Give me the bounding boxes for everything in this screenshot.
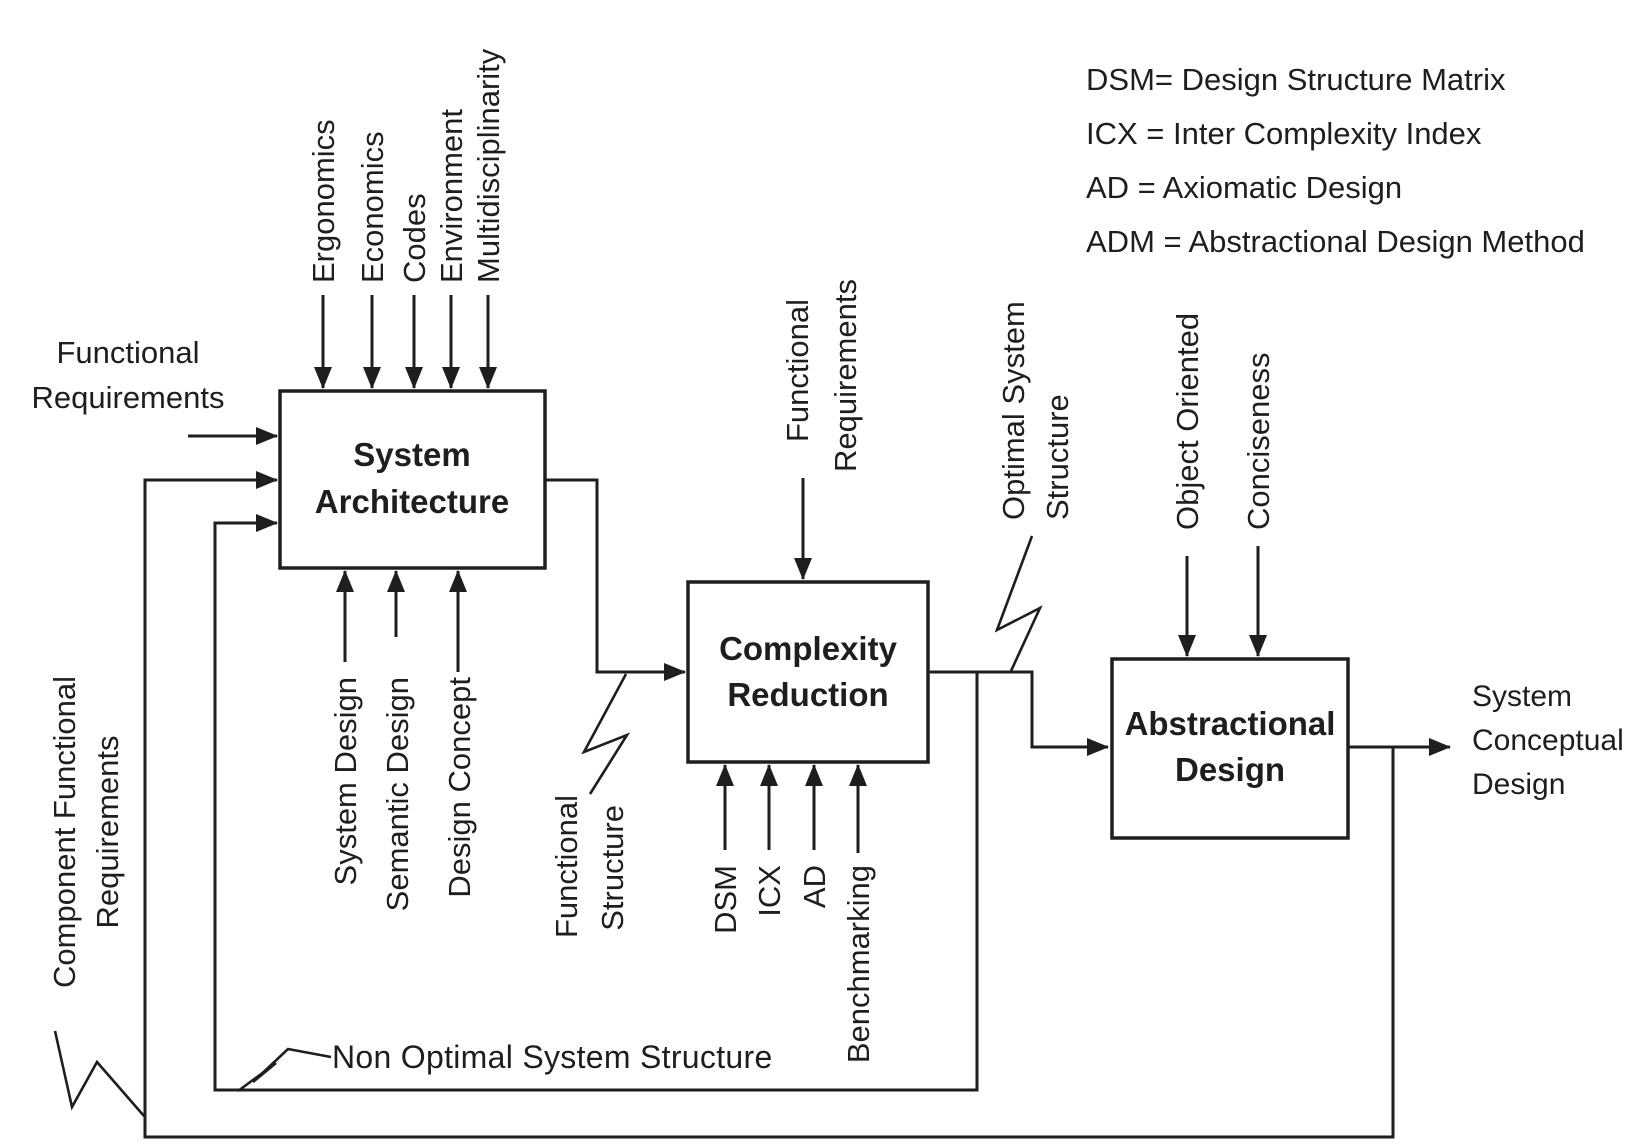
label-icx: ICX — [752, 865, 787, 917]
abstractional-design-title-line1: Abstractional — [1125, 705, 1336, 742]
feedback-loop-non-optimal — [213, 514, 979, 1092]
label-economics: Economics — [355, 131, 390, 283]
callout-optimal-system-structure — [994, 535, 1043, 672]
label-functional-requirements-left-line2: Requirements — [32, 380, 225, 415]
label-functional-structure-line1: Functional — [549, 795, 584, 938]
label-system-conceptual-design-line3: Design — [1472, 768, 1565, 801]
label-functional-requirements-mid-line1: Functional — [780, 299, 815, 442]
label-component-functional-requirements-line2: Requirements — [90, 736, 125, 929]
system-architecture-title-line1: System — [353, 436, 470, 473]
label-environment: Environment — [434, 109, 469, 283]
label-non-optimal-system-structure: Non Optimal System Structure — [332, 1039, 773, 1075]
callout-non-optimal-system-structure — [237, 1047, 332, 1093]
label-object-oriented: Object Oriented — [1170, 313, 1205, 530]
legend-line-dsm: DSM= Design Structure Matrix — [1086, 62, 1506, 97]
legend-line-ad: AD = Axiomatic Design — [1086, 170, 1402, 205]
callout-component-fr — [53, 1030, 145, 1117]
label-functional-structure-line2: Structure — [595, 805, 630, 931]
label-design-concept: Design Concept — [442, 677, 477, 898]
label-functional-requirements-left-line1: Functional — [56, 335, 199, 370]
label-semantic-design: Semantic Design — [380, 677, 415, 911]
label-conciseness: Conciseness — [1241, 353, 1276, 530]
callout-functional-structure — [581, 673, 631, 795]
complexity-reduction-title-line2: Reduction — [727, 676, 888, 713]
abstractional-design-box — [1110, 657, 1350, 840]
label-multidisciplinarity: Multidisciplinarity — [471, 48, 506, 283]
connector-sa-to-cr — [545, 478, 686, 681]
label-system-conceptual-design-line1: System — [1472, 680, 1572, 713]
label-system-design: System Design — [328, 677, 363, 885]
connector-cr-to-ad — [928, 670, 1109, 756]
abstractional-design-title-line2: Design — [1175, 751, 1285, 788]
label-dsm: DSM — [708, 865, 743, 934]
label-ad: AD — [797, 865, 832, 908]
label-system-conceptual-design-line2: Conceptual — [1472, 724, 1624, 757]
label-codes: Codes — [397, 193, 432, 283]
feedback-loop-component-fr — [143, 471, 1395, 1139]
complexity-reduction-title-line1: Complexity — [719, 630, 898, 667]
system-architecture-box — [278, 389, 547, 570]
label-optimal-system-structure-line2: Structure — [1040, 394, 1075, 520]
label-component-functional-requirements-line1: Component Functional — [47, 676, 82, 988]
label-optimal-system-structure-line1: Optimal System — [996, 301, 1031, 520]
legend-line-adm: ADM = Abstractional Design Method — [1086, 224, 1585, 259]
complexity-reduction-box — [686, 580, 930, 764]
system-architecture-title-line2: Architecture — [315, 483, 509, 520]
label-benchmarking: Benchmarking — [841, 865, 876, 1063]
label-functional-requirements-mid-line2: Requirements — [828, 279, 863, 472]
label-ergonomics: Ergonomics — [306, 119, 341, 283]
legend-line-icx: ICX = Inter Complexity Index — [1086, 116, 1482, 151]
